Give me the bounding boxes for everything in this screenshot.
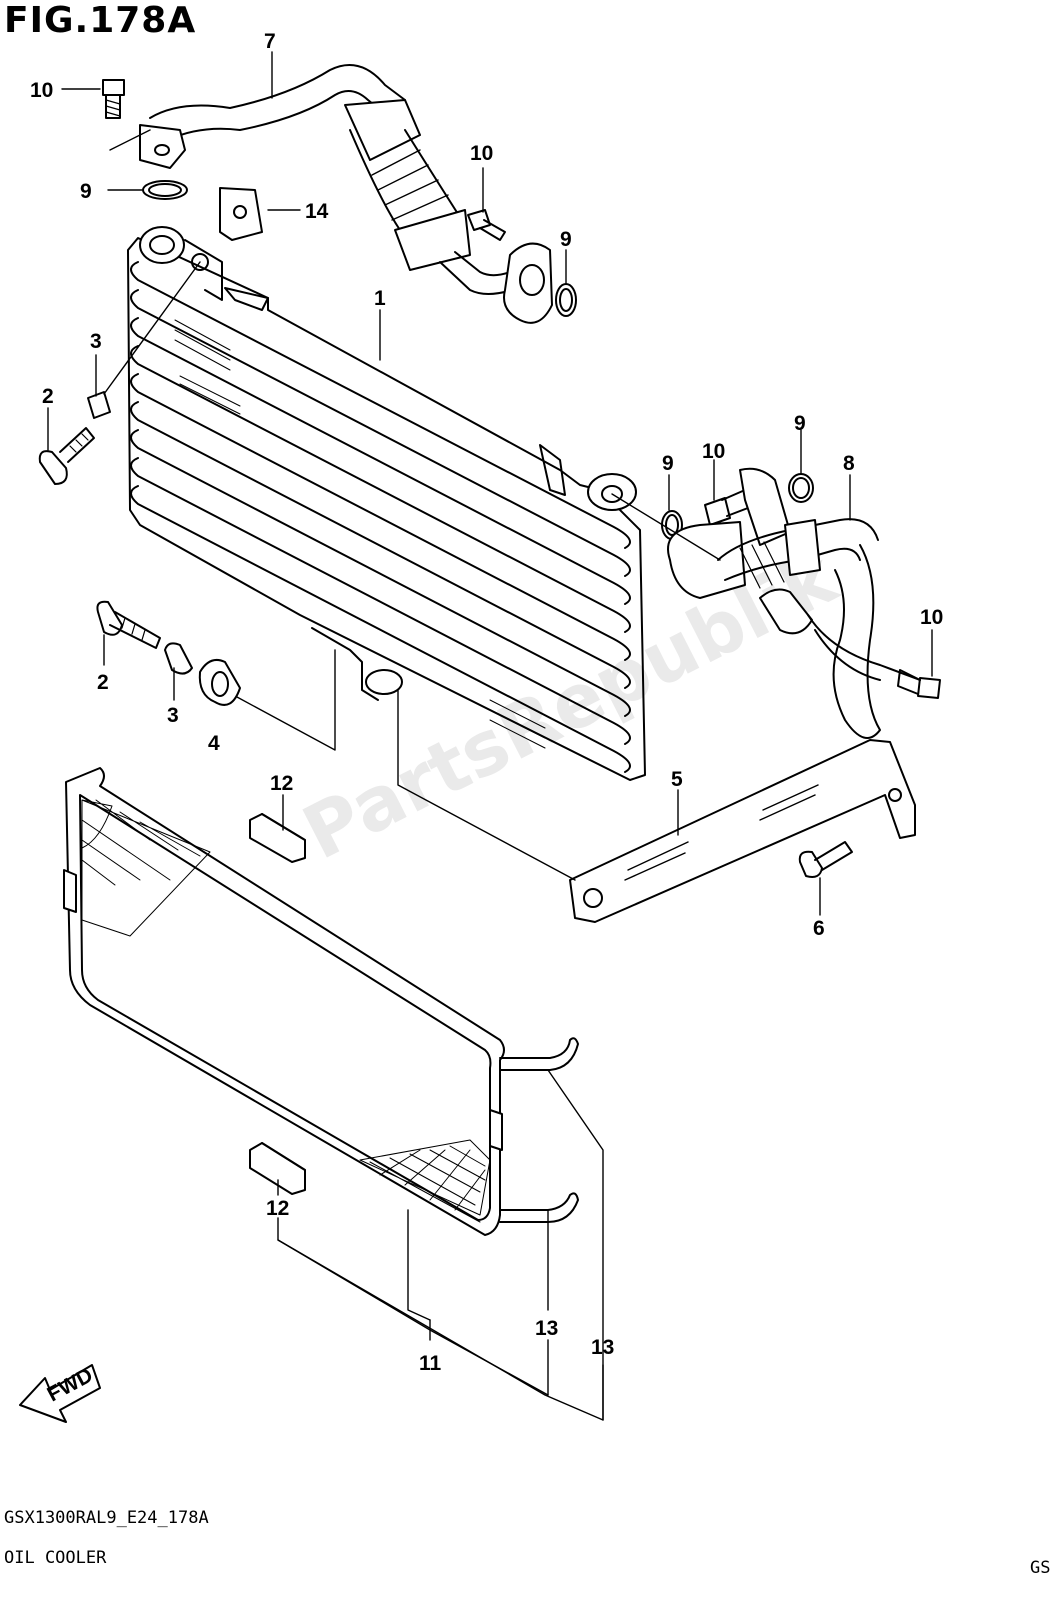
callout-9: 9 — [80, 180, 92, 203]
callout-6: 6 — [813, 917, 825, 940]
mounting-bracket — [569, 739, 916, 923]
callout-3: 3 — [167, 704, 179, 727]
callout-14: 14 — [305, 200, 329, 223]
drawing-code: GSX1300RAL9_E24_178A — [4, 1508, 209, 1528]
oil-hose-upper — [139, 64, 553, 324]
bolt — [102, 79, 125, 119]
callout-5: 5 — [671, 768, 683, 791]
leader-lines — [47, 51, 933, 1421]
callout-10: 10 — [920, 606, 943, 629]
callout-4: 4 — [208, 732, 220, 755]
callout-13: 13 — [591, 1336, 614, 1359]
callout-13: 13 — [535, 1317, 558, 1340]
callout-numbers: 10 9 7 14 10 9 1 3 2 9 10 9 8 10 2 3 4 5… — [30, 30, 943, 1375]
callout-7: 7 — [264, 30, 276, 53]
callout-9: 9 — [560, 228, 572, 251]
callout-9: 9 — [794, 412, 806, 435]
oil-cooler-core — [127, 226, 646, 781]
callout-9: 9 — [662, 452, 674, 475]
callout-2: 2 — [42, 385, 54, 408]
callout-10: 10 — [470, 142, 493, 165]
rubber-cushion — [249, 813, 306, 863]
figure-title: FIG.178A — [4, 0, 197, 41]
bolt-collar-grommet — [96, 600, 241, 706]
fwd-arrow-icon — [19, 1364, 101, 1423]
callout-3: 3 — [90, 330, 102, 353]
guard-clip — [499, 1037, 579, 1071]
callout-11: 11 — [419, 1352, 442, 1375]
bolt-with-collar — [38, 391, 111, 485]
hose-clamp — [219, 187, 263, 241]
callout-8: 8 — [843, 452, 855, 475]
figure-caption: OIL COOLER — [4, 1548, 107, 1568]
oil-cooler-guard — [63, 767, 505, 1236]
callout-10: 10 — [702, 440, 725, 463]
guard-clip — [499, 1192, 579, 1223]
callout-12: 12 — [266, 1197, 289, 1220]
o-ring — [142, 180, 188, 200]
oil-hose-lower — [667, 467, 921, 739]
corner-code: GS — [1030, 1558, 1051, 1578]
callout-2: 2 — [97, 671, 109, 694]
callout-1: 1 — [374, 287, 386, 310]
callout-12: 12 — [270, 772, 293, 795]
callout-10: 10 — [30, 79, 53, 102]
